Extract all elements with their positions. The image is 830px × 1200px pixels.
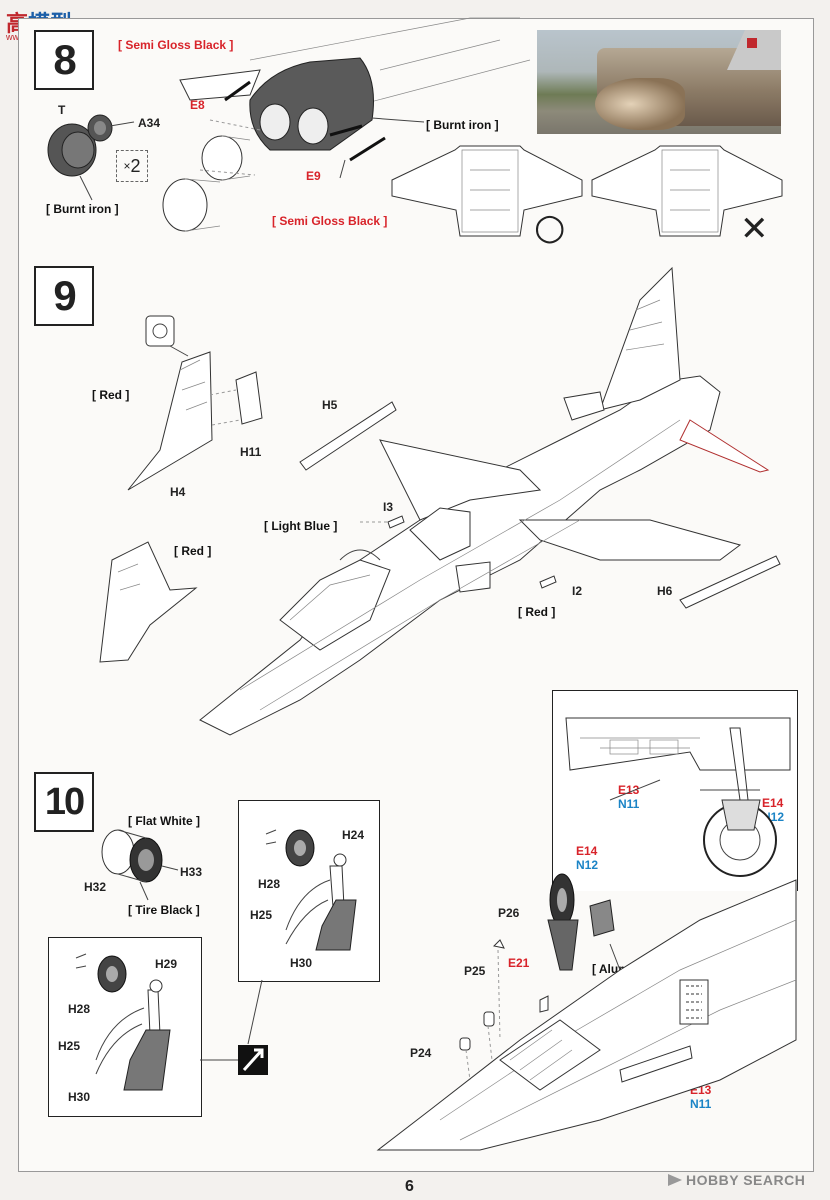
- part-t: T: [58, 103, 66, 117]
- label-flat-white: [ Flat White ]: [128, 814, 200, 828]
- label-red-1: [ Red ]: [92, 388, 130, 402]
- step-9-number: 9: [34, 266, 94, 326]
- part-h24: H24: [342, 828, 365, 842]
- photo-tail-star: [747, 38, 757, 48]
- reference-photo: [537, 30, 781, 134]
- part-i3: I3: [383, 500, 394, 514]
- label-semi-gloss-black-top: [ Semi Gloss Black ]: [118, 38, 234, 52]
- part-i2: I2: [572, 584, 583, 598]
- part-e9: E9: [306, 169, 321, 183]
- step9-drawing: [99, 266, 781, 736]
- part-p24: P24: [410, 1046, 432, 1060]
- quantity-value: 2: [130, 155, 141, 176]
- part-n11-b: N11: [690, 1097, 712, 1111]
- quantity-box: ×2: [116, 150, 148, 182]
- inset-gear-a: [238, 800, 380, 982]
- part-a34: A34: [138, 116, 161, 130]
- label-tire-black: [ Tire Black ]: [128, 903, 200, 917]
- step8-drawing: [47, 17, 783, 237]
- label-light-blue: [ Light Blue ]: [264, 519, 338, 533]
- wrong-mark: ✕: [740, 209, 769, 249]
- part-h25-a: H25: [250, 908, 273, 922]
- part-h6: H6: [657, 584, 673, 598]
- label-burnt-iron-left: [ Burnt iron ]: [46, 202, 119, 216]
- part-h28-a: H28: [258, 877, 281, 891]
- part-h32: H32: [84, 880, 107, 894]
- part-h30-a: H30: [290, 956, 313, 970]
- part-h28-b: H28: [68, 1002, 91, 1016]
- part-h11: H11: [240, 445, 262, 459]
- label-burnt-iron-right: [ Burnt iron ]: [426, 118, 499, 132]
- part-p26: P26: [498, 906, 520, 920]
- part-h25-b: H25: [58, 1039, 81, 1053]
- part-e14-a: E14: [762, 796, 784, 810]
- part-h30-b: H30: [68, 1090, 91, 1104]
- part-e8: E8: [190, 98, 205, 112]
- part-h29: H29: [155, 957, 178, 971]
- correct-mark: ○: [534, 207, 566, 248]
- label-red-3: [ Red ]: [518, 605, 556, 619]
- part-n12-b: N12: [576, 858, 599, 872]
- step-10-number: 10: [34, 772, 94, 832]
- part-h5: H5: [322, 398, 338, 412]
- part-e13-a: E13: [618, 783, 640, 797]
- label-red-2: [ Red ]: [174, 544, 212, 558]
- page-number: 6: [405, 1178, 414, 1195]
- part-n11-a: N11: [618, 797, 640, 811]
- part-e21: E21: [508, 956, 530, 970]
- hobbysearch-logo-icon: [668, 1174, 682, 1186]
- photo-nozzle: [595, 78, 685, 130]
- part-h4: H4: [170, 485, 186, 499]
- part-e14-b: E14: [576, 844, 598, 858]
- step-8-number: 8: [34, 30, 94, 90]
- hobbysearch-watermark: HOBBY SEARCH: [668, 1172, 805, 1188]
- part-h33: H33: [180, 865, 203, 879]
- label-semi-gloss-black-bottom: [ Semi Gloss Black ]: [272, 214, 388, 228]
- hobbysearch-text: HOBBY SEARCH: [686, 1172, 806, 1188]
- quantity-x: ×: [123, 159, 131, 173]
- part-p25: P25: [464, 964, 486, 978]
